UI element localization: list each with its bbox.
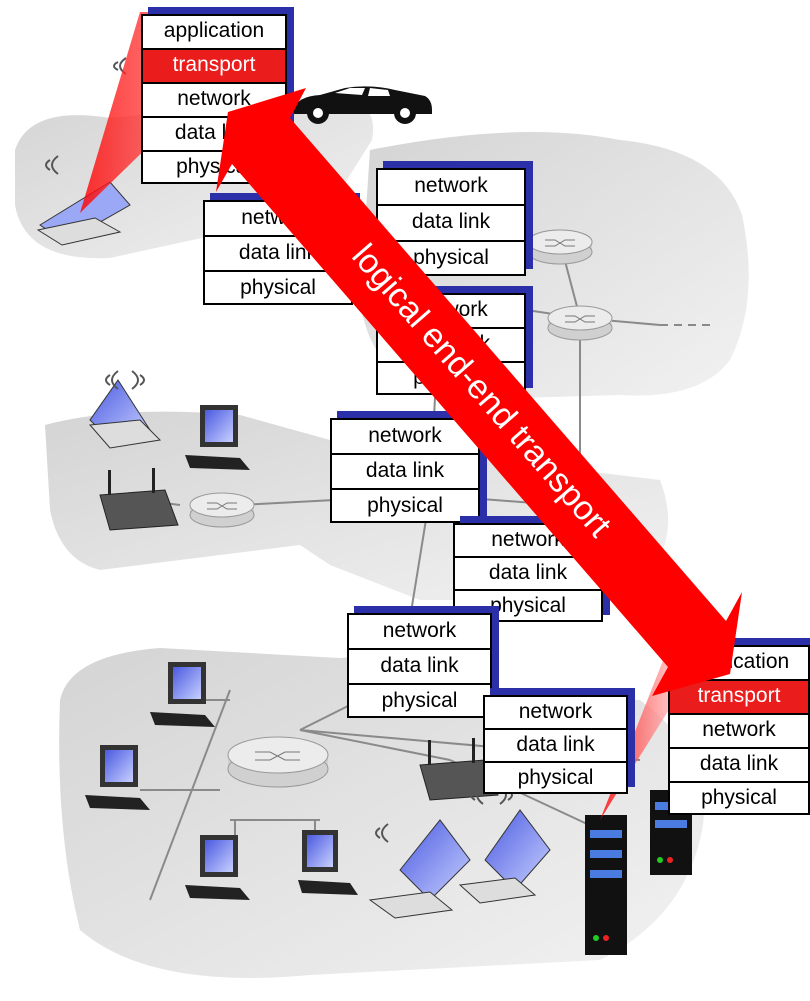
desktop-icon <box>298 830 358 895</box>
layer-data-link: data link <box>205 237 351 272</box>
layer-data-link: data link <box>143 118 285 152</box>
layer-network: network <box>349 615 490 650</box>
layer-physical: physical <box>205 272 351 303</box>
wireless-signal-icon <box>45 57 513 843</box>
desktop-icon <box>150 662 215 727</box>
router-icon <box>547 305 613 341</box>
layer-application: application <box>143 16 285 50</box>
laptop-icon <box>368 819 471 919</box>
layer-physical: physical <box>670 783 808 813</box>
layer-data-link: data link <box>332 455 478 490</box>
router-icon <box>527 229 593 265</box>
layer-data-link: data link <box>670 749 808 783</box>
layer-network: network <box>485 697 626 730</box>
router-icon <box>189 492 255 528</box>
router-icon <box>227 736 329 788</box>
layer-network: network <box>455 525 601 558</box>
layer-physical: physical <box>378 242 524 274</box>
laptop-icon <box>458 809 551 904</box>
layer-network: network <box>205 202 351 237</box>
layer-physical: physical <box>349 685 490 716</box>
layer-network: network <box>670 715 808 749</box>
server-icon <box>585 815 627 955</box>
layer-data-link: data link <box>378 206 524 242</box>
layer-transport: transport <box>670 681 808 715</box>
desktop-icon <box>85 745 150 810</box>
layer-network: network <box>143 84 285 118</box>
layer-physical: physical <box>485 763 626 792</box>
laptop-icon <box>36 181 131 246</box>
laptop-icon <box>88 379 162 449</box>
layer-data-link: data link <box>349 650 490 685</box>
layer-network: network <box>378 170 524 206</box>
layer-network: network <box>332 420 478 455</box>
layer-network: network <box>378 295 524 329</box>
layer-physical: physical <box>143 152 285 182</box>
layer-data-link: data link <box>485 730 626 763</box>
layer-physical: physical <box>378 363 524 393</box>
layer-data-link: data link <box>378 329 524 363</box>
desktop-icon <box>185 835 250 900</box>
layer-physical: physical <box>332 490 478 521</box>
layer-data-link: data link <box>455 558 601 591</box>
wireless-access-point-icon <box>99 468 179 531</box>
layer-transport: transport <box>143 50 285 84</box>
layer-application: application <box>670 647 808 681</box>
